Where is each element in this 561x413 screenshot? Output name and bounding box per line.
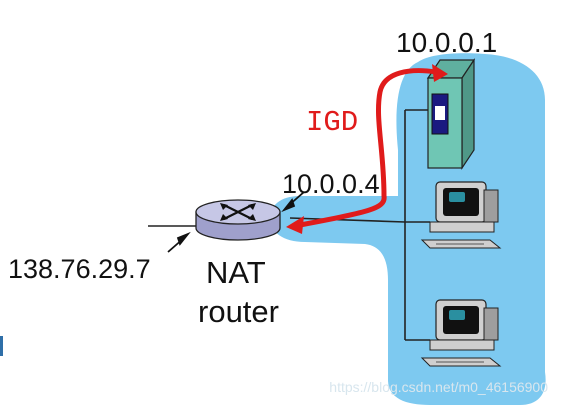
watermark-text: https://blog.csdn.net/m0_46156900 [329,379,548,395]
server-ip-label: 10.0.0.1 [396,27,497,58]
ip-pointer-arrows [167,191,305,253]
edge-mark [0,336,3,356]
pc-icon-top [420,181,502,249]
nat-label-line2: router [198,294,279,329]
igd-arrow [286,64,448,234]
lan-cables [289,109,430,341]
router-outside-ip-label: 138.76.29.7 [8,254,151,284]
nat-label-line1: NAT [206,255,266,290]
router-inside-ip-label: 10.0.0.4 [282,169,380,199]
pc-icon-bottom [420,299,502,367]
router-icon [195,199,281,241]
server-icon [426,58,476,170]
protocol-label: IGD [306,106,358,139]
